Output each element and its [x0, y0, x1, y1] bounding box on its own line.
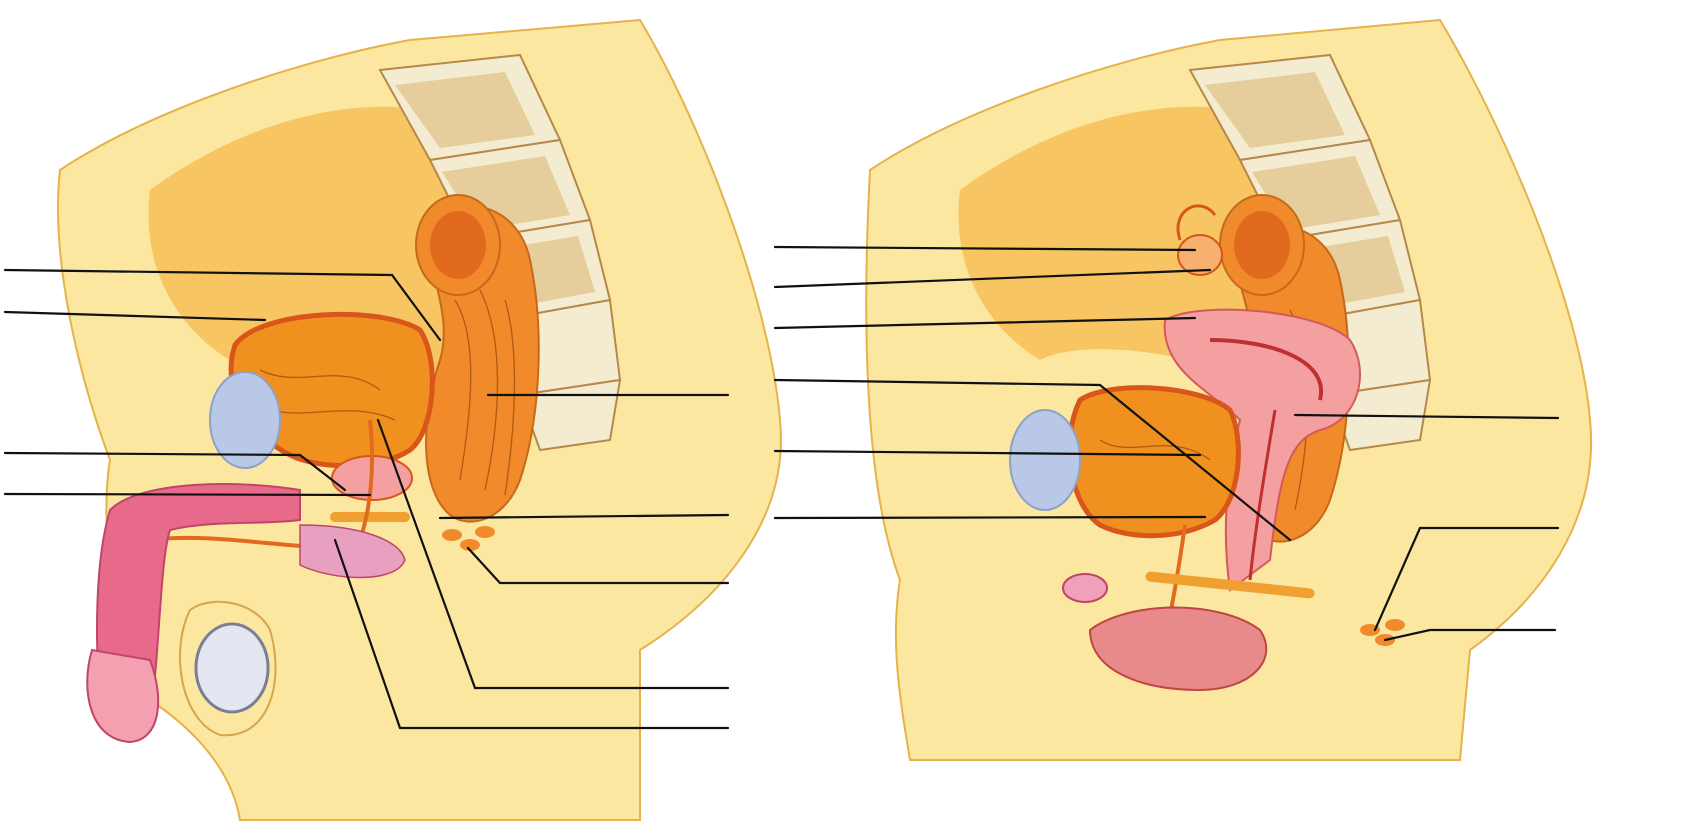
male-testis	[196, 624, 268, 712]
male-leader-5	[5, 494, 370, 495]
female-pubic-bone	[1010, 410, 1080, 510]
female-leader-7	[775, 517, 1205, 518]
female-ovary	[1178, 235, 1222, 275]
female-panel	[775, 20, 1591, 760]
male-panel	[5, 20, 781, 820]
male-perineal-muscle	[330, 512, 410, 522]
female-bladder	[1070, 388, 1239, 536]
female-clitoris	[1063, 574, 1107, 602]
male-glans	[87, 650, 158, 742]
